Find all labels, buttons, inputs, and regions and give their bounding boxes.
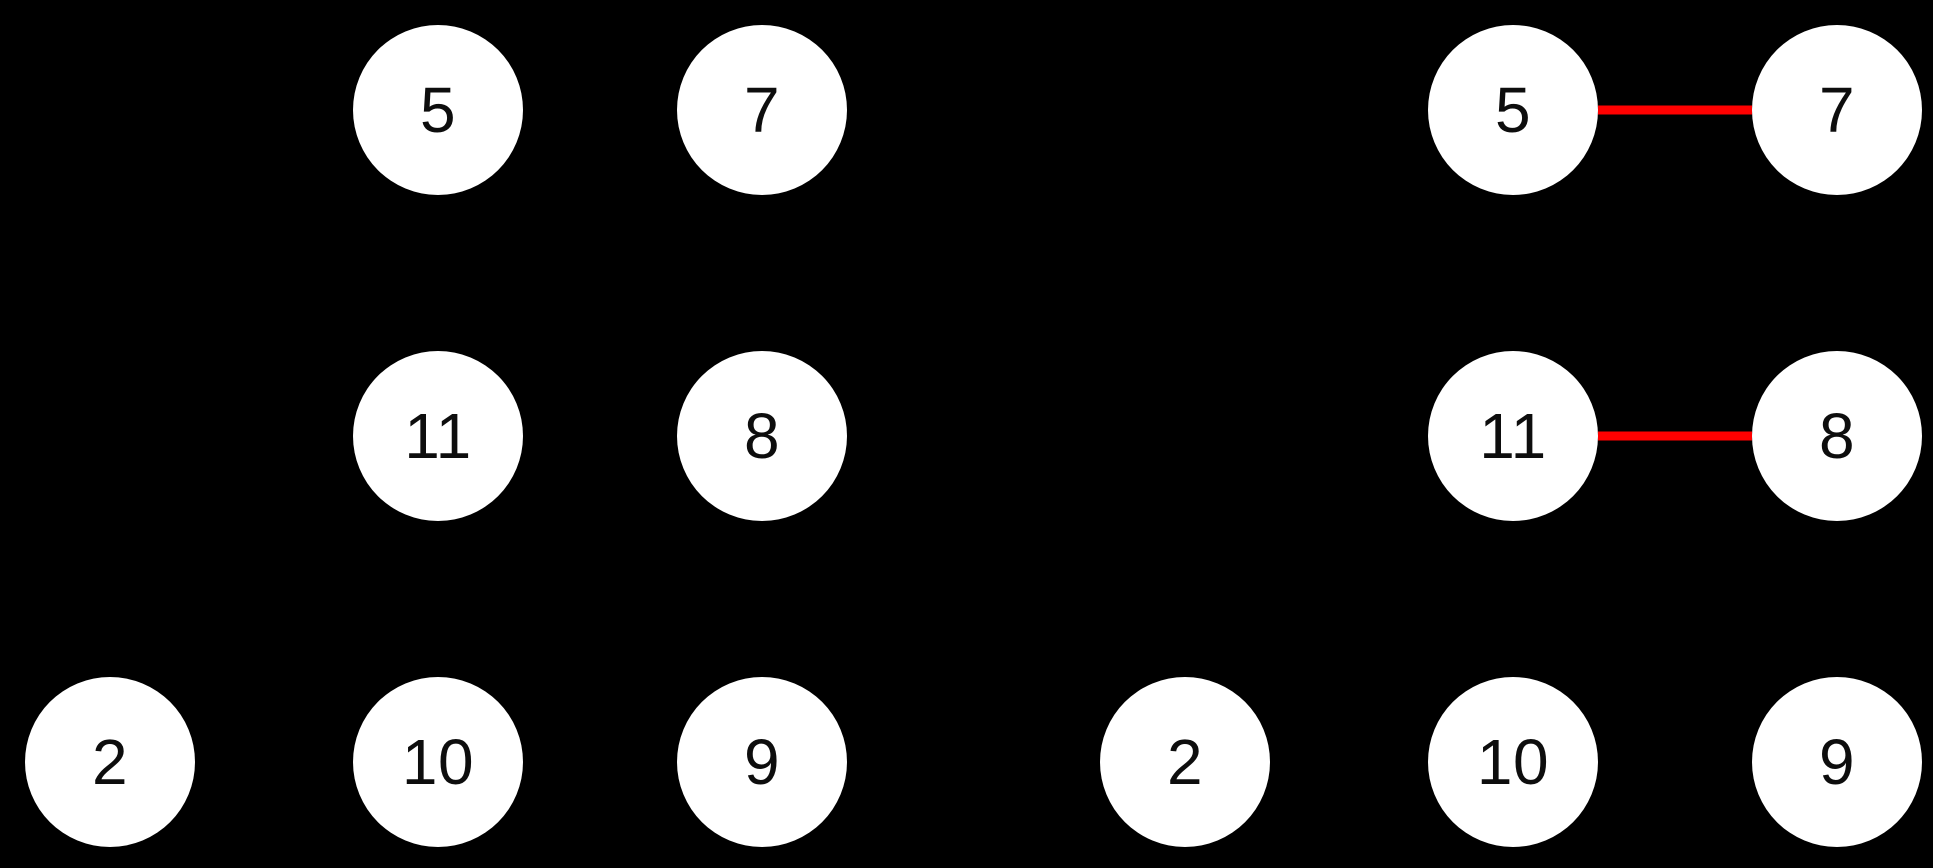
graph-node-10[interactable]: 10 — [353, 677, 523, 847]
graph-node-9[interactable]: 9 — [1752, 677, 1922, 847]
graph-node-5[interactable]: 5 — [353, 25, 523, 195]
graph-node-11[interactable]: 11 — [1428, 351, 1598, 521]
graph-node-2[interactable]: 2 — [1100, 677, 1270, 847]
graph-node-8[interactable]: 8 — [1752, 351, 1922, 521]
graph-node-label: 8 — [1818, 400, 1856, 472]
graph-node-label: 7 — [1818, 74, 1856, 146]
graph-node-label: 10 — [1476, 726, 1550, 798]
graph-node-7[interactable]: 7 — [677, 25, 847, 195]
graph-node-label: 5 — [419, 74, 457, 146]
graph-node-label: 10 — [401, 726, 475, 798]
graph-node-5[interactable]: 5 — [1428, 25, 1598, 195]
graph-node-2[interactable]: 2 — [25, 677, 195, 847]
graph-node-label: 7 — [743, 74, 781, 146]
graph-node-label: 5 — [1494, 74, 1532, 146]
graph-node-11[interactable]: 11 — [353, 351, 523, 521]
graph-node-label: 8 — [743, 400, 781, 472]
graph-node-label: 11 — [404, 400, 472, 472]
graph-node-label: 9 — [1818, 726, 1856, 798]
graph-node-label: 11 — [1479, 400, 1547, 472]
graph-node-7[interactable]: 7 — [1752, 25, 1922, 195]
graph-node-10[interactable]: 10 — [1428, 677, 1598, 847]
graph-node-8[interactable]: 8 — [677, 351, 847, 521]
graph-node-label: 9 — [743, 726, 781, 798]
graph-node-label: 2 — [1166, 726, 1204, 798]
graph-node-label: 2 — [91, 726, 129, 798]
graph-node-9[interactable]: 9 — [677, 677, 847, 847]
